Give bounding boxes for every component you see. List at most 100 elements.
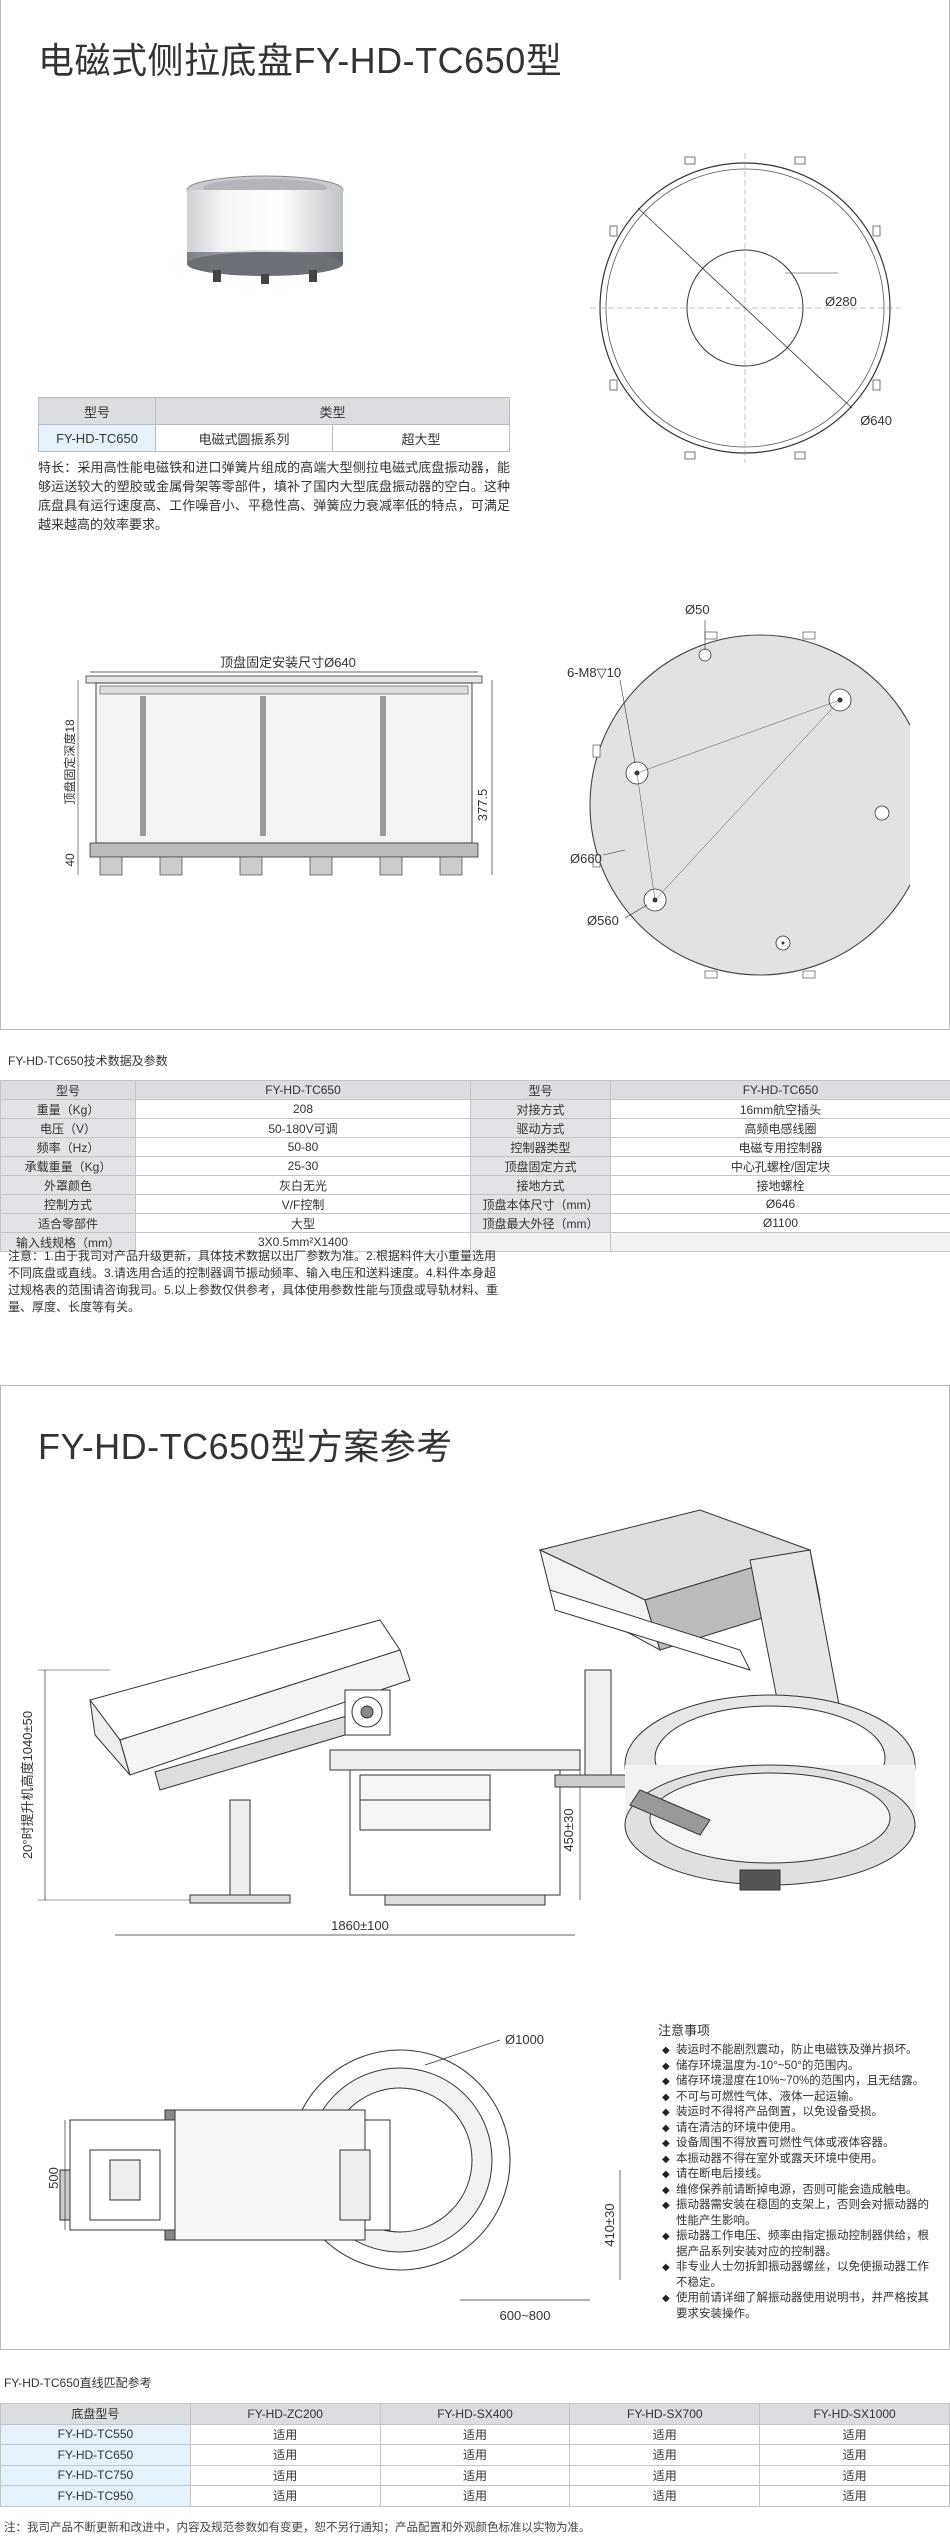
match-cell: 适用 [569, 2464, 761, 2486]
spec-label: 输入线规格（mm） [0, 1232, 136, 1252]
spec-value: 灰白无光 [135, 1175, 471, 1195]
spec-label: 控制器类型 [470, 1137, 611, 1157]
spec-label: 接地方式 [470, 1175, 611, 1195]
solution-title: FY-HD-TC650型方案参考 [38, 1426, 453, 1467]
match-cell: 适用 [379, 2423, 571, 2445]
match-table: 底盘型号 FY-HD-ZC200 FY-HD-SX400 FY-HD-SX700… [0, 2403, 950, 2507]
spec-label: 外罩颜色 [0, 1175, 136, 1195]
match-cell: 适用 [189, 2444, 381, 2466]
type-cell-model: FY-HD-TC650 [38, 424, 156, 452]
spec-label [470, 1232, 611, 1252]
list-item: 振动器工作电压、频率由指定振动控制器供给，根据产品系列安装对应的控制器。 [662, 2229, 932, 2260]
spec-value: 高频电感线圈 [610, 1118, 950, 1138]
spec-label: 驱动方式 [470, 1118, 611, 1138]
match-cell: 适用 [569, 2423, 761, 2445]
list-item: 储存环境湿度在10%~70%的范围内，且无结露。 [662, 2074, 932, 2090]
side-view-drawing: 顶盘固定安装尺寸Ø640 377.5 顶盘固定深度18 40 [62, 655, 493, 876]
list-item: 使用前请详细了解振动器使用说明书，并严格按其要求安装操作。 [662, 2291, 932, 2322]
spec-notes: 注意：1.由于我司对产品升级更新，具体技术数据以出厂参数为准。2.根据料件大小重… [8, 1249, 499, 1314]
spec-label: 适合零部件 [0, 1213, 136, 1233]
list-item: 本振动器不得在室外或露天环境中使用。 [662, 2152, 932, 2168]
spec-value: 50-80 [135, 1137, 471, 1157]
match-cell: 适用 [759, 2444, 950, 2466]
match-cell: 适用 [189, 2423, 381, 2445]
table-row: 电压（V） 50-180V可调 驱动方式 高频电感线圈 [0, 1118, 950, 1138]
match-model: FY-HD-TC550 [0, 2423, 191, 2445]
spec-value: Ø646 [610, 1194, 950, 1214]
bottom-view-drawing: Ø50 6-M8▽10 Ø660 Ø560 [567, 602, 910, 979]
spec-label: 承载重量（Kg） [0, 1156, 136, 1176]
list-item: 不可与可燃性气体、液体一起运输。 [662, 2090, 932, 2106]
match-header-cell: FY-HD-SX1000 [759, 2403, 950, 2425]
table-row: FY-HD-TC950 适用 适用 适用 适用 [0, 2485, 950, 2507]
match-model: FY-HD-TC950 [0, 2485, 191, 2507]
spec-label: 顶盘最大外径（mm） [470, 1213, 611, 1233]
spec-value: 大型 [135, 1213, 471, 1233]
match-cell: 适用 [379, 2464, 571, 2486]
table-row: FY-HD-TC650 适用 适用 适用 适用 [0, 2444, 950, 2466]
list-item: 振动器需安装在稳固的支架上，否则会对振动器的性能产生影响。 [662, 2198, 932, 2229]
dim-inner-diameter: Ø280 [825, 294, 857, 309]
dim-1000: Ø1000 [505, 2032, 544, 2047]
spec-label: 电压（V） [0, 1118, 136, 1138]
dim-screws: 6-M8▽10 [567, 665, 621, 680]
spec-value: 208 [135, 1099, 471, 1119]
footer-note: 注：我司产品不断更新和改进中，内容及规范参数如有变更，恕不另行通知；产品配置和外… [4, 2522, 591, 2534]
list-item: 请在断电后接线。 [662, 2167, 932, 2183]
spec-value: 50-180V可调 [135, 1118, 471, 1138]
spec-value: Ø1100 [610, 1213, 950, 1233]
dim-vertical-label: 顶盘固定深度18 [62, 719, 77, 805]
dim-hole: Ø50 [685, 602, 710, 617]
match-header-cell: FY-HD-SX700 [569, 2403, 761, 2425]
table-row: 重量（Kg） 208 对接方式 16mm航空插头 [0, 1099, 950, 1119]
match-header-cell: FY-HD-ZC200 [189, 2403, 381, 2425]
table-row: 频率（Hz） 50-80 控制器类型 电磁专用控制器 [0, 1137, 950, 1157]
dim-height: 377.5 [475, 789, 490, 822]
table-row: 输入线规格（mm） 3X0.5mm²X1400 [0, 1232, 950, 1252]
match-cell: 适用 [569, 2444, 761, 2466]
spec-label: 对接方式 [470, 1099, 611, 1119]
match-cell: 适用 [759, 2464, 950, 2486]
match-cell: 适用 [189, 2464, 381, 2486]
table-row: 适合零部件 大型 顶盘最大外径（mm） Ø1100 [0, 1213, 950, 1233]
list-item: 装运时不能剧烈震动，防止电磁铁及弹片损坏。 [662, 2043, 932, 2059]
dim-outer-diameter: Ø640 [860, 413, 892, 428]
solution-plan-drawing: Ø1000 500 410±30 600~800 [46, 2032, 621, 2323]
spec-header-cell: 型号 [470, 1080, 611, 1100]
spec-value: 接地螺栓 [610, 1175, 950, 1195]
match-model: FY-HD-TC750 [0, 2464, 191, 2486]
spec-value [610, 1232, 950, 1252]
list-item: 非专业人士勿拆卸振动器螺丝，以免使振动器工作不稳定。 [662, 2260, 932, 2291]
page-title: 电磁式侧拉底盘FY-HD-TC650型 [38, 40, 563, 81]
product-image [186, 175, 344, 284]
match-cell: 适用 [759, 2423, 950, 2445]
match-cell: 适用 [379, 2444, 571, 2466]
spec-header-cell: FY-HD-TC650 [135, 1080, 471, 1100]
spec-header-cell: 型号 [0, 1080, 136, 1100]
match-caption: FY-HD-TC650直线匹配参考 [4, 2376, 152, 2390]
list-item: 储存环境温度为-10°~50°的范围内。 [662, 2059, 932, 2075]
spec-label: 重量（Kg） [0, 1099, 136, 1119]
match-header-cell: 底盘型号 [0, 2403, 191, 2425]
dim-base: 40 [63, 853, 77, 867]
table-row: FY-HD-TC750 适用 适用 适用 适用 [0, 2464, 950, 2486]
match-cell: 适用 [379, 2485, 571, 2507]
spec-caption: FY-HD-TC650技术数据及参数 [8, 1054, 168, 1068]
spec-table: 型号 FY-HD-TC650 型号 FY-HD-TC650 重量（Kg） 208… [0, 1080, 950, 1252]
spec-value: 中心孔螺栓/固定块 [610, 1156, 950, 1176]
table-row: 外罩颜色 灰白无光 接地方式 接地螺栓 [0, 1175, 950, 1195]
dim-lifter-height: 20°时提升机高度1040±50 [20, 1711, 35, 1859]
table-row: FY-HD-TC550 适用 适用 适用 适用 [0, 2423, 950, 2445]
spec-header-row: 型号 FY-HD-TC650 型号 FY-HD-TC650 [0, 1080, 950, 1100]
match-cell: 适用 [189, 2485, 381, 2507]
dim-410: 410±30 [602, 2203, 617, 2246]
dim-450: 450±30 [561, 1808, 576, 1851]
notes-title: 注意事项 [658, 2023, 711, 2038]
match-header-row: 底盘型号 FY-HD-ZC200 FY-HD-SX400 FY-HD-SX700… [0, 2403, 950, 2425]
match-cell: 适用 [569, 2485, 761, 2507]
spec-value: 3X0.5mm²X1400 [135, 1232, 471, 1252]
type-header-model: 型号 [38, 397, 156, 425]
spec-label: 顶盘固定方式 [470, 1156, 611, 1176]
type-cell-series: 电磁式圆振系列 [155, 424, 333, 452]
spec-value: 电磁专用控制器 [610, 1137, 950, 1157]
